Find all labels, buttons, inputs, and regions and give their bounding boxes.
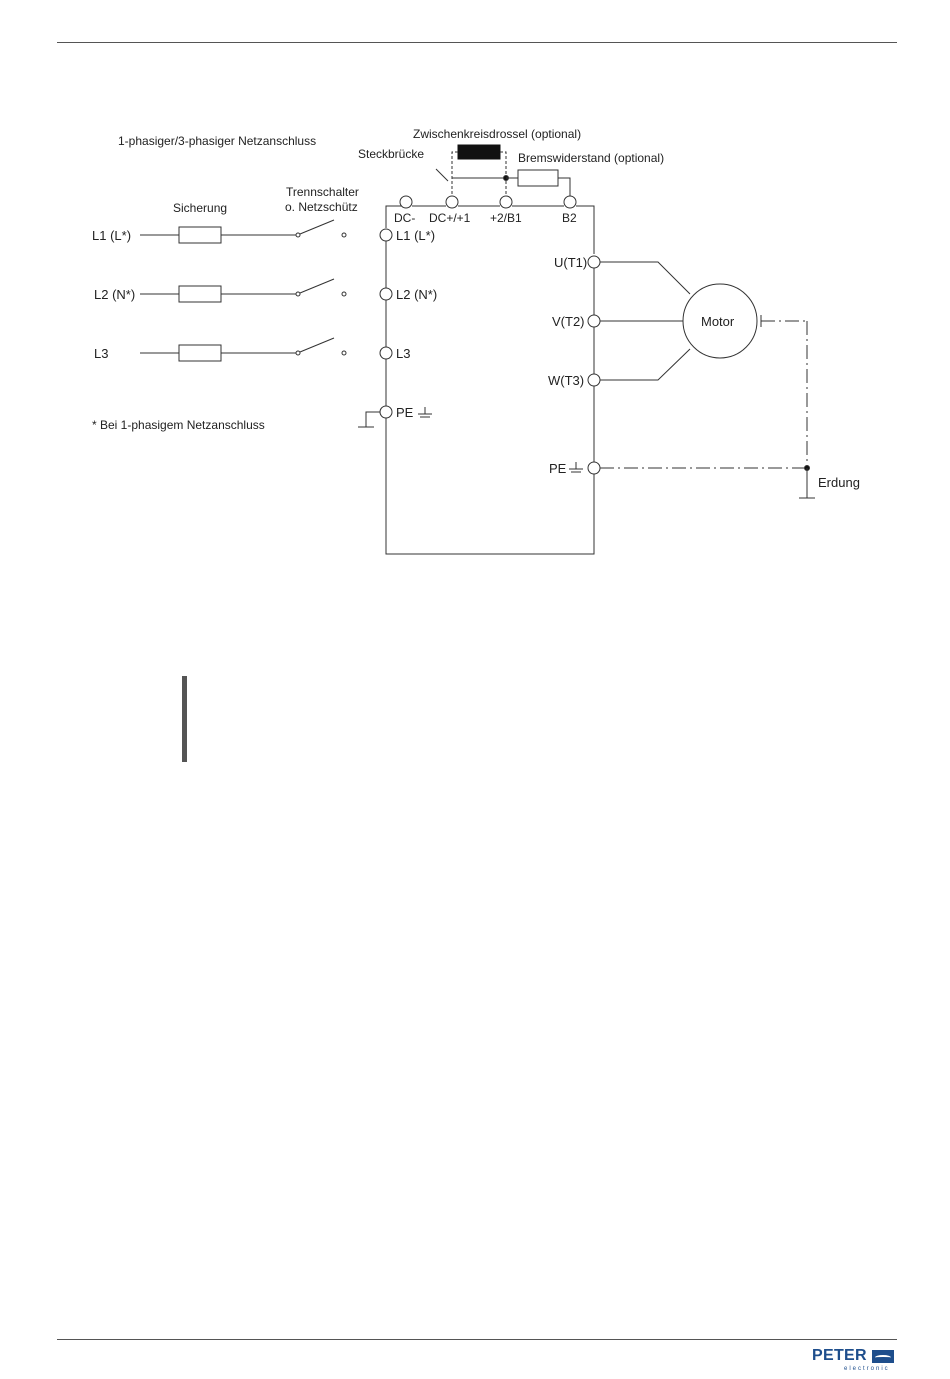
- input-terminal-label: L1 (L*): [396, 228, 435, 243]
- terminal-l2: [380, 288, 392, 300]
- switch-contact: [342, 351, 346, 355]
- jumper-pointer: [436, 169, 448, 181]
- terminal-l1: [380, 229, 392, 241]
- input-terminal-label: L2 (N*): [396, 287, 437, 302]
- terminal-dc-plus: [446, 196, 458, 208]
- terminal-pe-out: [588, 462, 600, 474]
- switch-contact: [342, 292, 346, 296]
- line-input-label: L1 (L*): [92, 228, 131, 243]
- terminal-w: [588, 374, 600, 386]
- terminal-v: [588, 315, 600, 327]
- output-terminal-label: PE: [549, 461, 567, 476]
- dc-terminal-label: +2/B1: [490, 211, 522, 225]
- motor-wire-u: [600, 262, 690, 294]
- dc-terminal-label: DC-: [394, 211, 415, 225]
- switch-label-2: o. Netzschütz: [285, 200, 358, 214]
- switch-contact: [296, 351, 300, 355]
- motor-label: Motor: [701, 314, 735, 329]
- wiring-diagram: 1-phasiger/3-phasiger Netzanschluss Zwis…: [0, 0, 950, 600]
- dc-terminal-label: DC+/+1: [429, 211, 471, 225]
- footnote: * Bei 1-phasigem Netzanschluss: [92, 418, 265, 432]
- input-terminal-label: L3: [396, 346, 410, 361]
- motor-wire-w: [600, 349, 690, 380]
- switch-blade: [300, 220, 334, 234]
- inverter-top-right: [576, 206, 594, 254]
- terminal-u: [588, 256, 600, 268]
- brake-resistor-label: Bremswiderstand (optional): [518, 151, 664, 165]
- switch-contact: [296, 233, 300, 237]
- switch-contact: [342, 233, 346, 237]
- switch-label-1: Trennschalter: [286, 185, 359, 199]
- ground-icon: [418, 407, 432, 417]
- terminal-b1: [500, 196, 512, 208]
- output-terminal-label: W(T3): [548, 373, 584, 388]
- footer-rule: [57, 1339, 897, 1340]
- input-terminal-label: PE: [396, 405, 414, 420]
- fuse-symbol: [179, 345, 221, 361]
- diagram-title: 1-phasiger/3-phasiger Netzanschluss: [118, 134, 316, 148]
- fuse-symbol: [179, 286, 221, 302]
- margin-bar: [182, 676, 187, 762]
- company-logo: PETER electronic: [812, 1347, 896, 1375]
- switch-blade: [300, 279, 334, 293]
- logo-sub: electronic: [844, 1366, 890, 1372]
- ground-icon: [569, 462, 583, 472]
- jumper-label: Steckbrücke: [358, 147, 424, 161]
- fuse-label: Sicherung: [173, 201, 227, 215]
- pe-wire: [366, 412, 380, 427]
- line-input-label: L2 (N*): [94, 287, 135, 302]
- switch-contact: [296, 292, 300, 296]
- fuse-symbol: [179, 227, 221, 243]
- terminal-b2: [564, 196, 576, 208]
- dc-terminal-label: B2: [562, 211, 577, 225]
- logo-text: PETER: [812, 1347, 867, 1365]
- choke-label: Zwischenkreisdrossel (optional): [413, 127, 581, 141]
- output-terminal-label: U(T1): [554, 255, 587, 270]
- logo-flag-icon: [872, 1350, 894, 1363]
- switch-blade: [300, 338, 334, 352]
- choke-lead-left: [452, 152, 458, 200]
- choke-symbol: [458, 145, 500, 159]
- line-input-label: L3: [94, 346, 108, 361]
- output-terminal-label: V(T2): [552, 314, 585, 329]
- terminal-pe-in: [380, 406, 392, 418]
- terminal-dc-minus: [400, 196, 412, 208]
- earth-label: Erdung: [818, 475, 860, 490]
- terminal-l3: [380, 347, 392, 359]
- brake-resistor-symbol: [518, 170, 558, 186]
- inverter-bottom: [386, 359, 594, 554]
